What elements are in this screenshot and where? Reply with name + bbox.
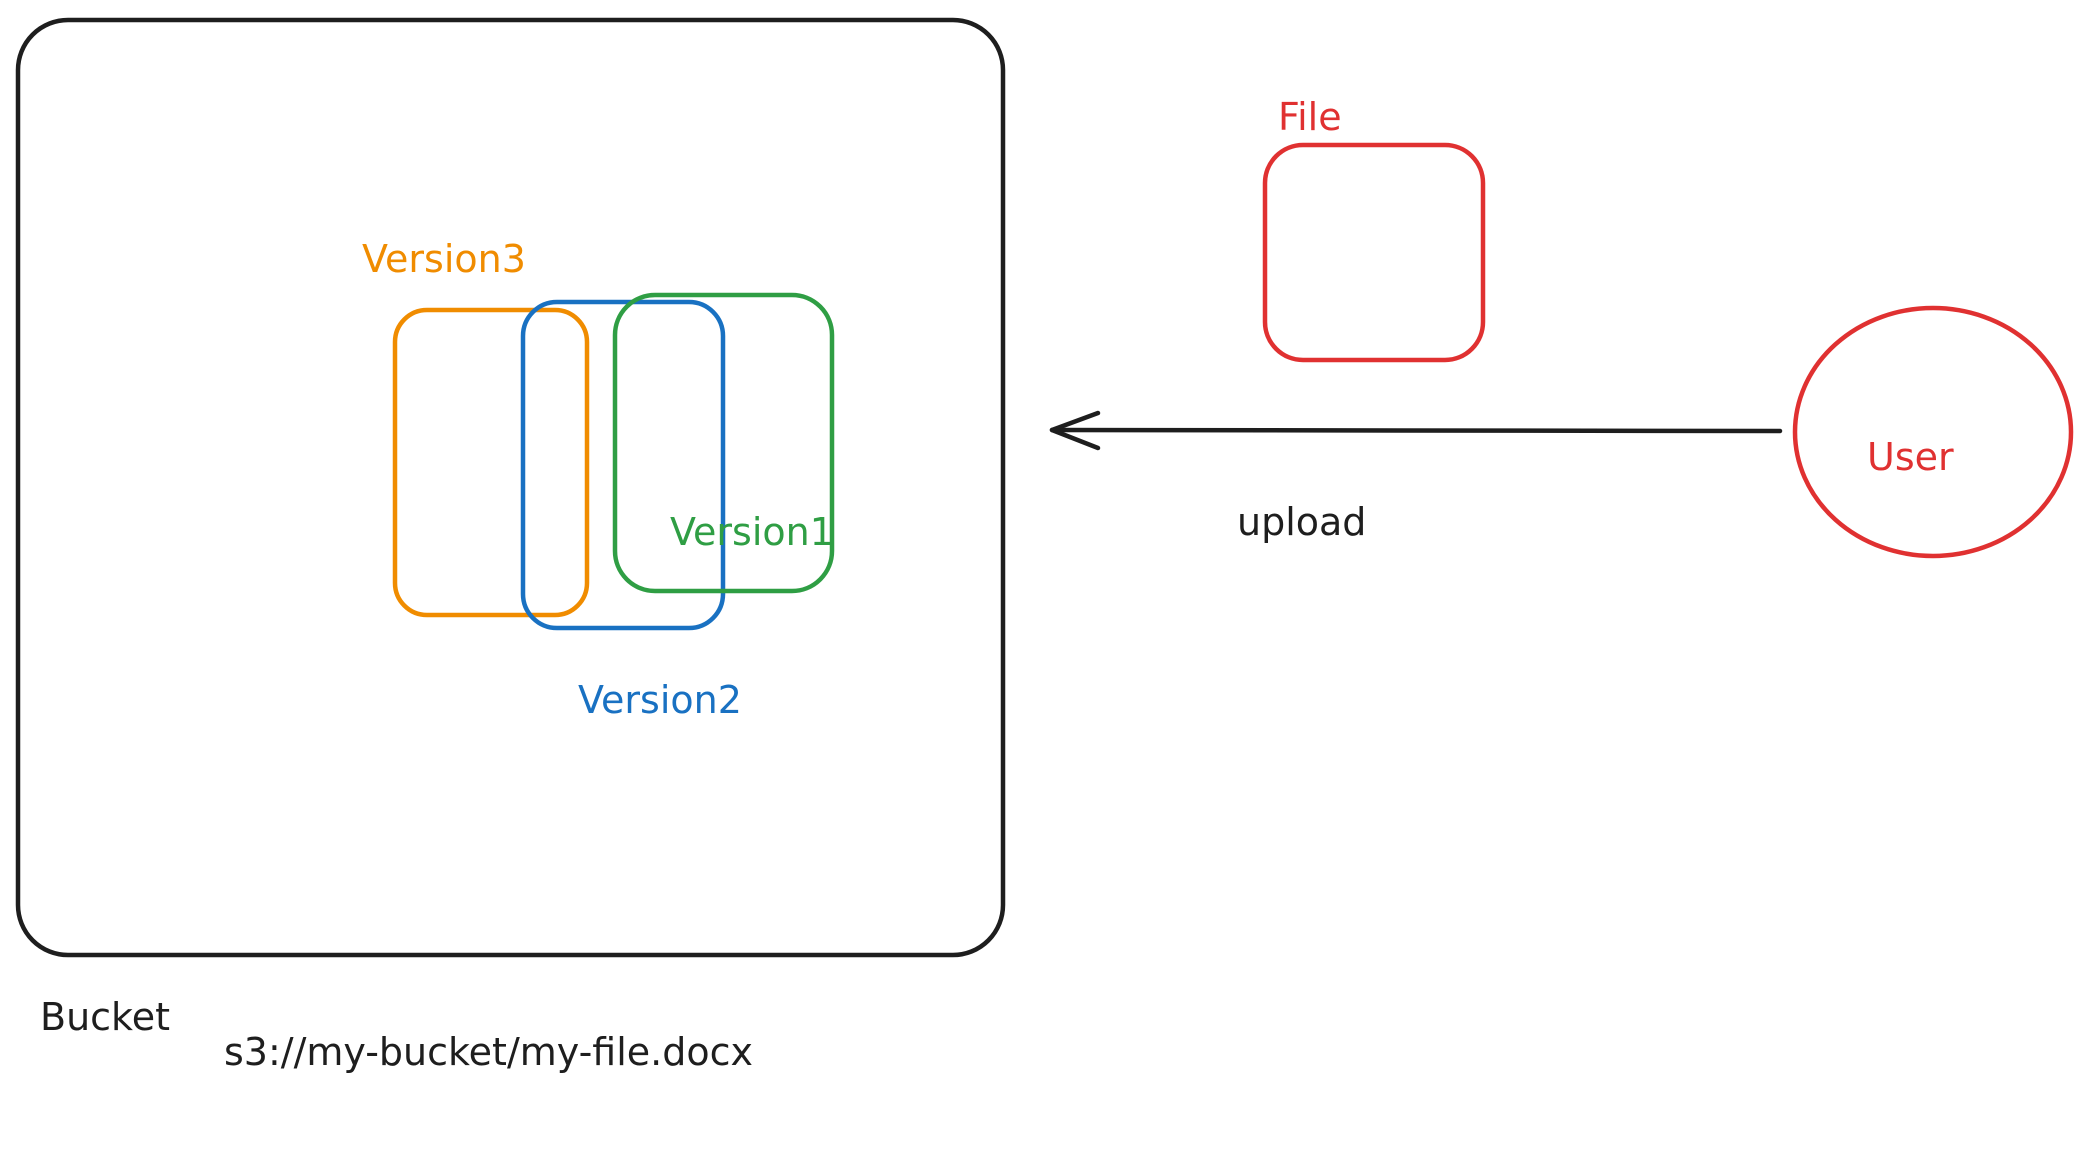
- version3-label: Version3: [362, 237, 526, 281]
- bucket-label: Bucket: [40, 995, 170, 1039]
- upload-arrow[interactable]: [1049, 410, 1783, 451]
- arrow-head: [1049, 410, 1101, 451]
- version2-box[interactable]: [520, 299, 726, 631]
- bucket-box[interactable]: [15, 17, 1006, 958]
- version1-box[interactable]: [612, 292, 835, 594]
- s3-path-label: s3://my-bucket/my-file.docx: [224, 1030, 753, 1074]
- user-label: User: [1867, 435, 1954, 479]
- user-circle[interactable]: [1792, 305, 2074, 559]
- arrow-shaft: [1049, 427, 1783, 434]
- version2-label: Version2: [578, 678, 742, 722]
- upload-label: upload: [1237, 500, 1366, 544]
- version1-label: Version1: [670, 510, 834, 554]
- file-box[interactable]: [1262, 142, 1486, 363]
- version3-box[interactable]: [392, 307, 590, 618]
- file-label: File: [1278, 95, 1342, 139]
